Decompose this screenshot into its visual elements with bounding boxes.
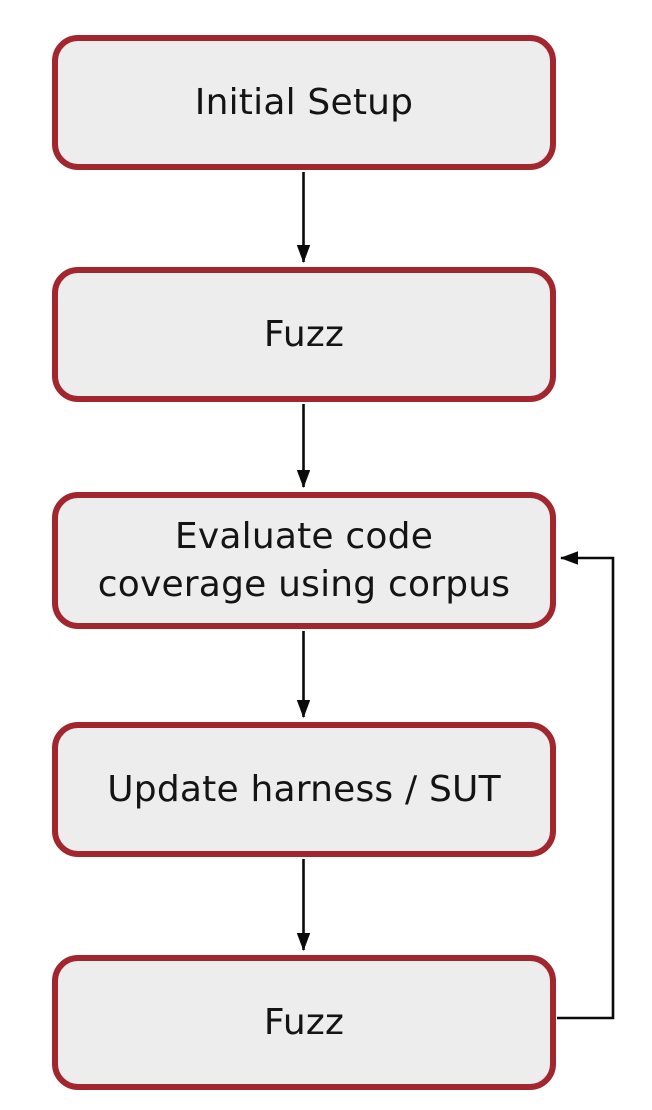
node-update-harness-label: Update harness / SUT [107, 768, 501, 810]
node-initial-setup-label: Initial Setup [194, 81, 414, 123]
node-fuzz-second: Fuzz [52, 955, 556, 1090]
edge-fuzz-feedback-to-evaluate-arrow [557, 551, 615, 1020]
node-evaluate-coverage-label: Evaluate code coverage using corpus [97, 515, 511, 605]
node-initial-setup: Initial Setup [52, 35, 556, 170]
node-evaluate-coverage: Evaluate code coverage using corpus [52, 492, 556, 629]
node-update-harness: Update harness / SUT [52, 722, 556, 857]
node-fuzz-first-label: Fuzz [263, 313, 345, 355]
node-fuzz-first: Fuzz [52, 267, 556, 402]
node-fuzz-second-label: Fuzz [263, 1001, 345, 1043]
